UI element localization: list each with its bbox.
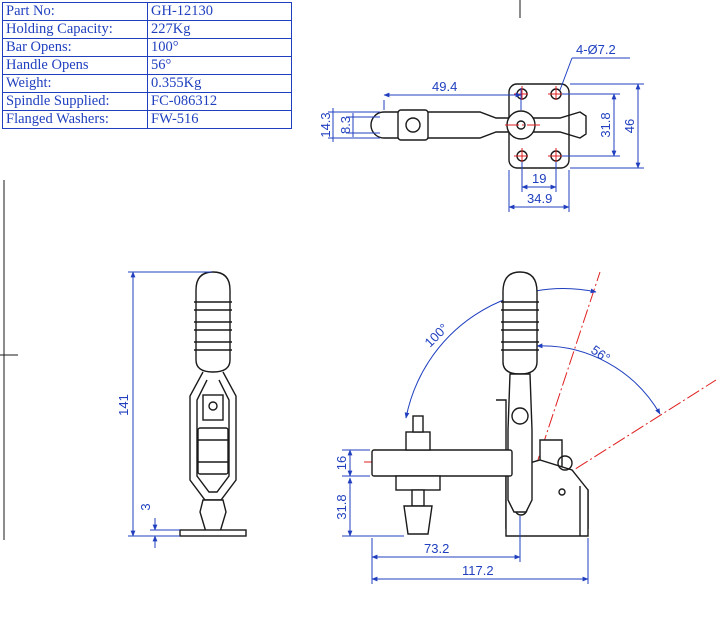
front-yoke-inner: [196, 379, 230, 493]
top-view: 4-Ø7.2 49.4 14.3 8.3 31.8 46 19: [318, 42, 644, 212]
handle-open-centerline: [527, 271, 601, 491]
frame-marks: [0, 0, 521, 540]
side-hold-bar: [371, 449, 513, 477]
side-view: 100° 56° 16: [334, 271, 717, 584]
bar-width-outer-label: 14.3: [318, 112, 333, 137]
bar-opens-label: 100°: [422, 321, 452, 351]
top-bar: [370, 111, 587, 139]
front-view: 141 3: [116, 271, 247, 548]
side-spindle-thread: [412, 415, 424, 433]
side-spindle-shaft: [411, 489, 425, 507]
front-pin: [208, 401, 218, 411]
spindle-height-label: 31.8: [334, 494, 349, 519]
top-spindle-hole: [405, 117, 421, 133]
spec-row: Spindle Supplied:FC-086312: [2, 92, 292, 111]
hole-callout-label: 4-Ø7.2: [576, 42, 616, 57]
base-width-label: 34.9: [527, 191, 552, 206]
front-link: [202, 394, 224, 421]
spec-row: Flanged Washers:FW-516: [2, 110, 292, 129]
bar-opens-arc: [404, 288, 597, 419]
side-handle-lever: [507, 373, 533, 513]
top-spindle-nut: [397, 109, 429, 141]
side-pivot-upper: [557, 455, 573, 471]
handle-opens-arc: [536, 343, 661, 415]
spec-table: Part No:GH-12130 Holding Capacity:227Kg …: [2, 2, 292, 129]
spec-row: Bar Opens:100°: [2, 38, 292, 57]
side-spindle-nut-top: [405, 431, 431, 451]
base-height-label: 46: [622, 119, 637, 133]
hole-leader: [559, 57, 573, 91]
handle-max-centerline: [519, 379, 717, 505]
spec-label: Flanged Washers:: [2, 110, 148, 129]
bar-width-inner-label: 8.3: [338, 116, 353, 134]
base-thickness-label: 3: [138, 503, 153, 510]
front-base: [179, 529, 247, 537]
spec-value: FW-516: [147, 110, 292, 129]
front-grip-ribs: [194, 301, 232, 351]
spec-row: Weight:0.355Kg: [2, 74, 292, 93]
front-body: [197, 427, 229, 475]
side-handle-pin: [511, 407, 529, 425]
side-grip-ribs: [501, 301, 539, 351]
side-rivet: [558, 488, 566, 496]
spec-label: Bar Opens:: [2, 38, 148, 57]
bar-height-label: 16: [334, 456, 349, 470]
side-spindle-nut-bottom: [395, 475, 441, 491]
side-spindle-foot: [403, 505, 433, 535]
front-spindle-foot: [199, 499, 227, 533]
reach-label: 73.2: [424, 541, 449, 556]
overall-height-label: 141: [116, 394, 131, 416]
hole-horizontal-label: 19: [532, 171, 546, 186]
hole-vertical-label: 31.8: [598, 112, 613, 137]
bar-length-label: 49.4: [432, 79, 457, 94]
side-handle-grip: [502, 271, 538, 375]
overall-length-label: 117.2: [462, 563, 494, 578]
handle-opens-label: 56°: [588, 342, 613, 366]
